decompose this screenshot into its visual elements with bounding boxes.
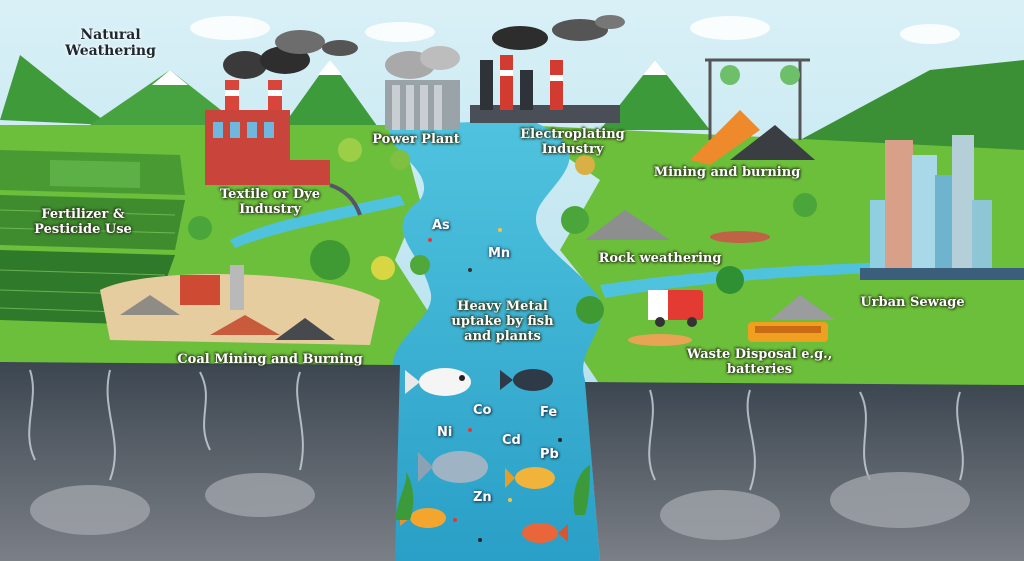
rock-pile (585, 210, 835, 320)
label-electroplating-industry: Electroplating Industry (520, 127, 625, 157)
fish-silver (418, 451, 488, 483)
label-coal-mining-burning: Coal Mining and Burning (177, 352, 363, 367)
power-plant (385, 46, 460, 130)
fish-gold (505, 467, 555, 489)
aquatic-plants (395, 465, 590, 520)
stream-right (600, 262, 900, 298)
mining-site (690, 58, 815, 165)
label-textile-industry: Textile or Dye Industry (219, 187, 321, 217)
metal-ni: Ni (437, 425, 453, 440)
fish-white (405, 368, 471, 396)
metal-mn: Mn (488, 246, 511, 261)
roots (28, 369, 964, 491)
bus (628, 322, 828, 346)
fish-red (522, 523, 568, 543)
label-fertilizer-pesticide: Fertilizer & Pesticide Use (34, 207, 132, 237)
river (388, 120, 602, 561)
label-heavy-metal-uptake: Heavy Metal uptake by fish and plants (451, 299, 554, 344)
label-rock-weathering: Rock weathering (598, 251, 722, 266)
label-urban-sewage: Urban Sewage (860, 295, 965, 310)
city-skyline (860, 135, 1024, 280)
metal-cd: Cd (502, 433, 521, 448)
fish-dark (500, 369, 553, 391)
garbage-truck (648, 290, 703, 327)
clouds (190, 16, 960, 44)
metal-pb: Pb (540, 447, 559, 462)
metal-fe: Fe (540, 405, 558, 420)
metal-co: Co (473, 403, 492, 418)
label-power-plant: Power Plant (372, 132, 460, 147)
metal-as: As (432, 218, 450, 233)
label-mining-and-burning: Mining and burning (653, 165, 801, 180)
soil-rocks (30, 472, 970, 540)
coal-mining-site (100, 265, 380, 345)
trees (188, 138, 817, 324)
electroplating-factory (470, 15, 625, 123)
label-natural-weathering: Natural Weathering (65, 27, 156, 60)
textile-factory (205, 30, 362, 216)
label-waste-disposal: Waste Disposal e.g., batteries (686, 347, 833, 377)
stream-left (230, 195, 405, 248)
metal-zn: Zn (473, 490, 492, 505)
